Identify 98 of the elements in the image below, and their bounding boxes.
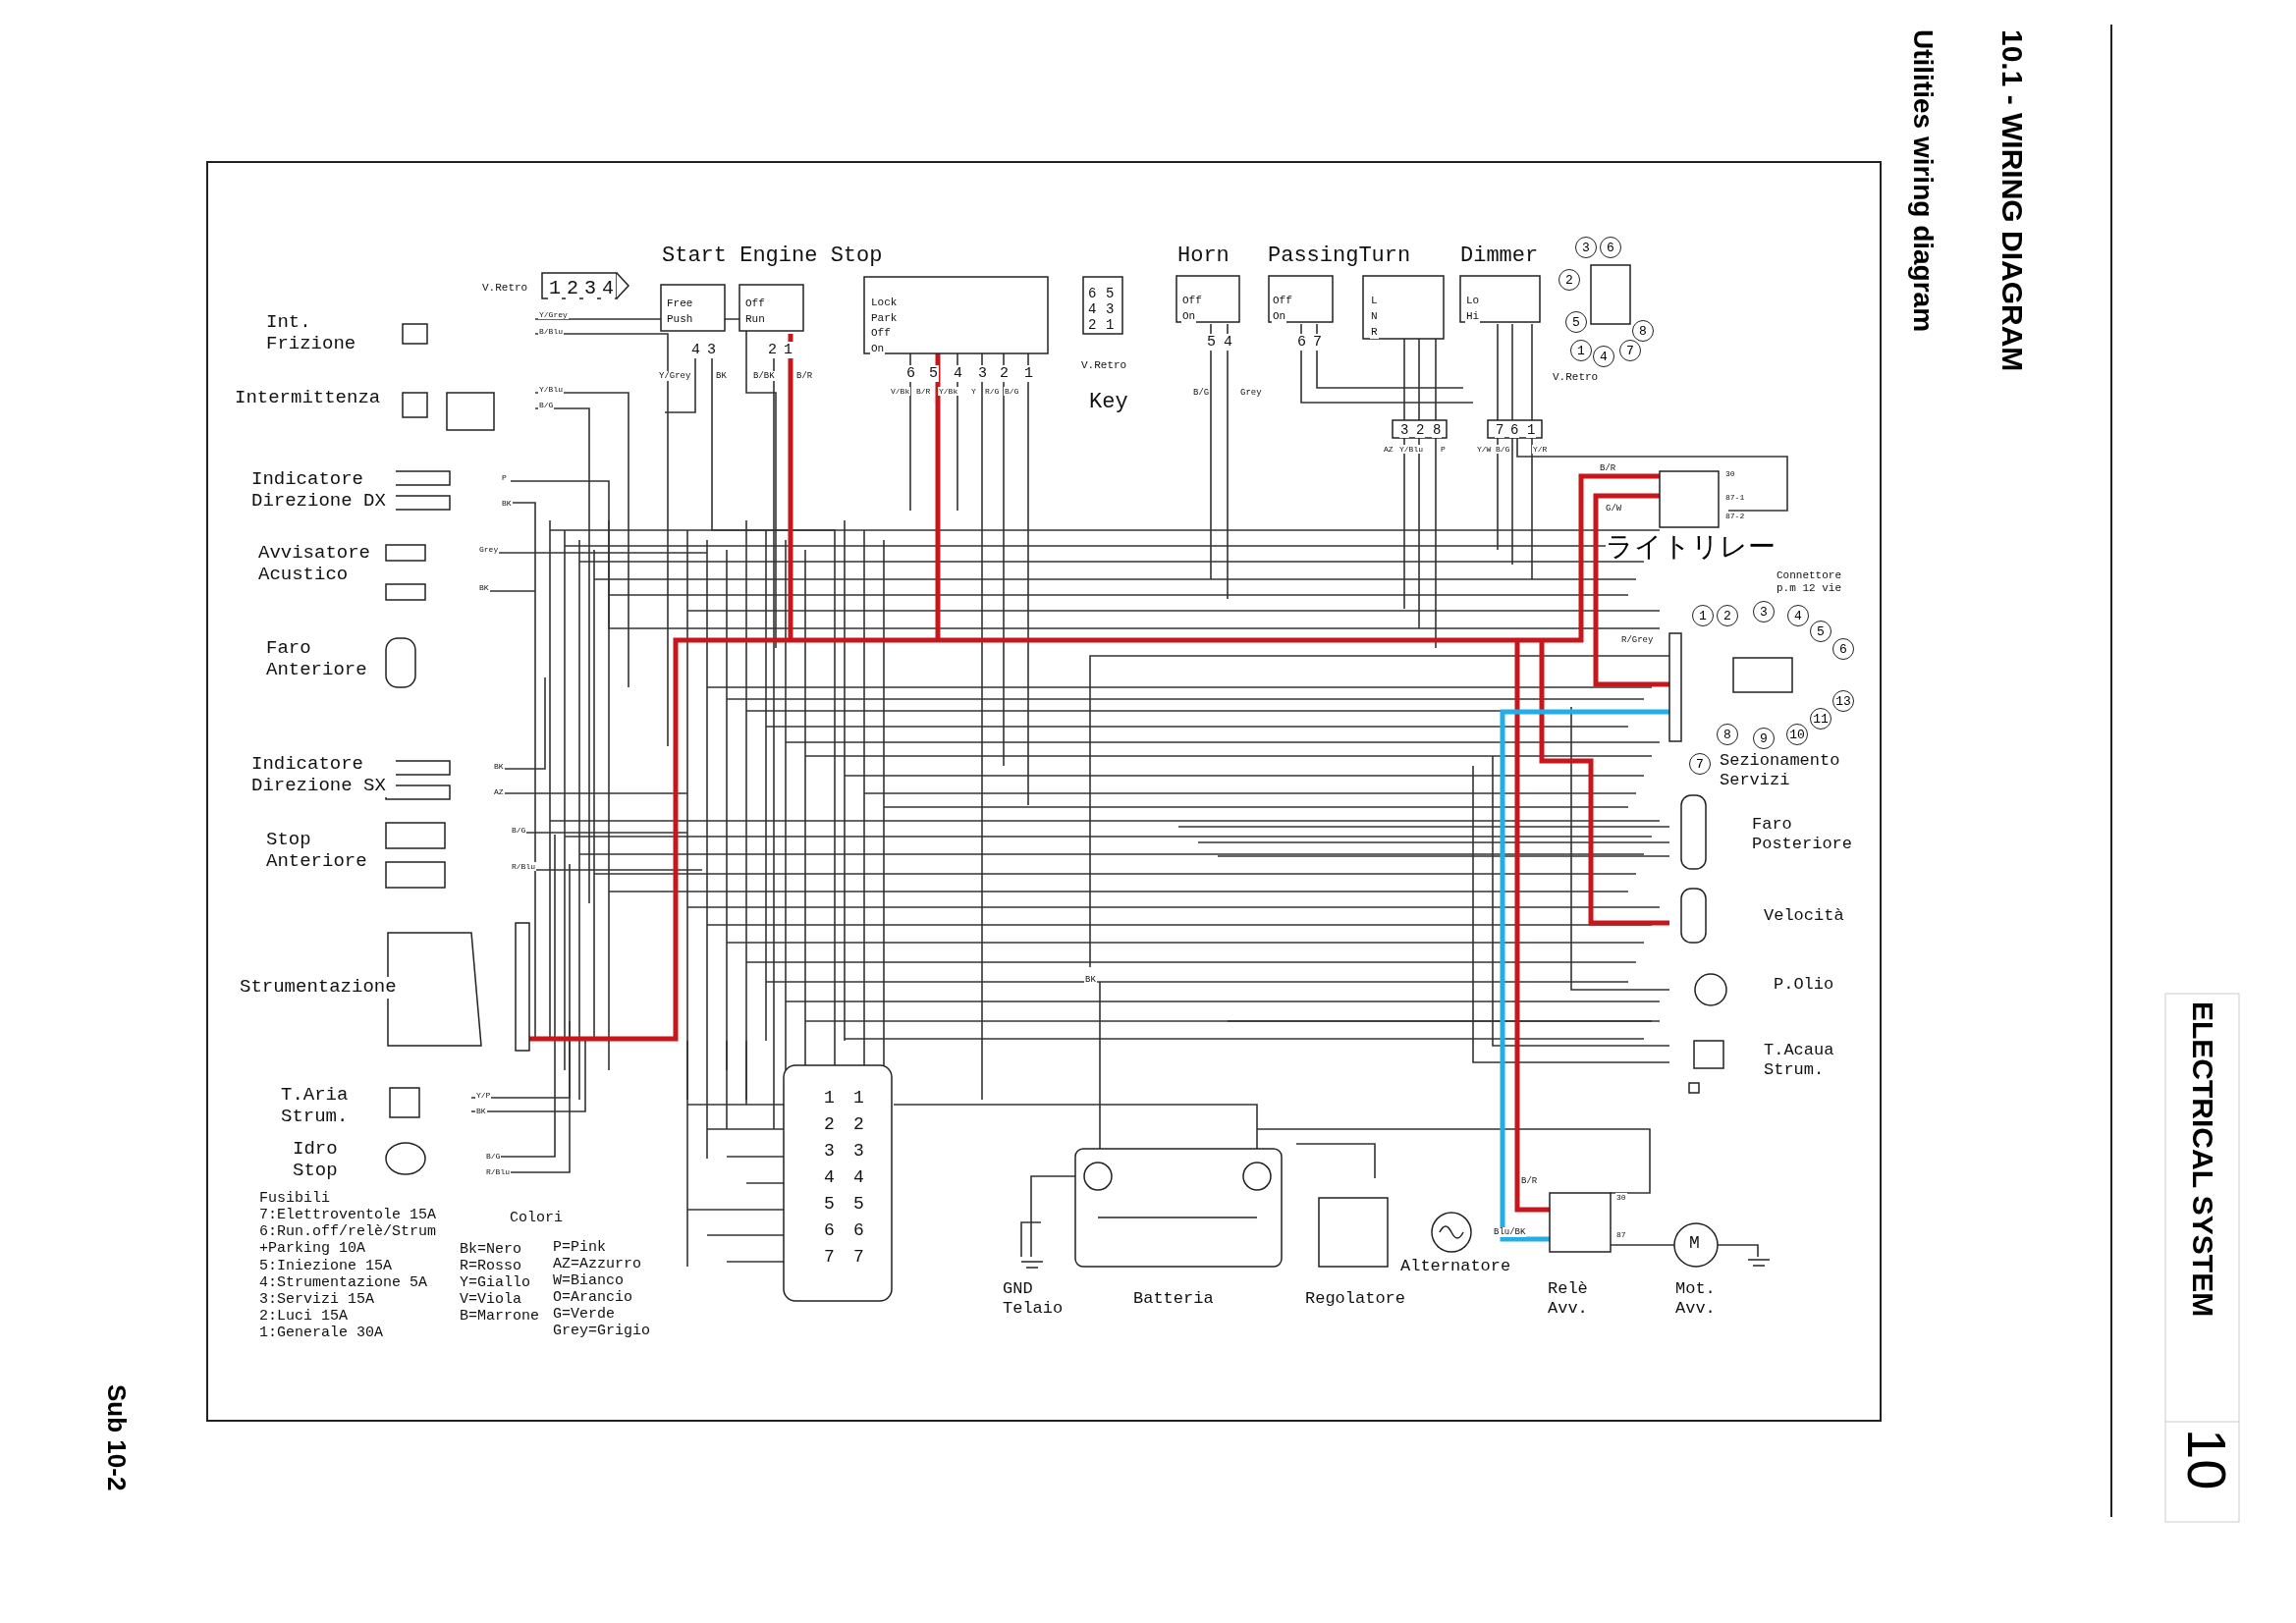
pin-number: 3 xyxy=(1575,237,1597,258)
wire-code: R/Blu xyxy=(511,862,536,872)
pin-number: 1 xyxy=(1570,340,1592,361)
component-label: 4 xyxy=(1223,334,1233,352)
pin-number: 4 xyxy=(1787,605,1809,626)
wire-code: R/G xyxy=(984,387,1001,397)
wire-code: B/BK xyxy=(752,371,776,382)
wire-code: 87 xyxy=(1615,1230,1627,1240)
pin-number: 13 xyxy=(1832,690,1854,712)
wire-code: Y/Blu xyxy=(1398,445,1424,455)
pin-number: 8 xyxy=(1632,320,1654,342)
pin-number: 6 xyxy=(1832,638,1854,660)
component-label: Strumentazione xyxy=(239,977,398,999)
component-label: 4 xyxy=(953,365,963,383)
component-label: Hi xyxy=(1465,310,1481,323)
page-subtitle: Utilities wiring diagram xyxy=(1909,29,1937,333)
component-label: 2 xyxy=(1415,422,1426,439)
component-label: 3 xyxy=(977,365,988,383)
page-title: 10.1 - WIRING DIAGRAM xyxy=(1997,29,2027,372)
wire-code: BK xyxy=(501,499,513,509)
margin-heading: ELECTRICAL SYSTEM xyxy=(2188,1001,2217,1318)
wire-code: Y/W xyxy=(1476,445,1493,455)
relay-label: ライトリレー xyxy=(1606,533,1776,561)
wire-code: B/G xyxy=(511,826,527,836)
pin-number: 9 xyxy=(1753,728,1775,749)
wire-code: 30 xyxy=(1615,1193,1627,1203)
component-label: 6 xyxy=(1296,334,1307,352)
pin-number: 5 xyxy=(1810,621,1831,642)
wire-code: Y/P xyxy=(475,1091,492,1101)
wire-code: V/Bk xyxy=(890,387,911,397)
wire-code: AZ xyxy=(1383,445,1394,455)
wire-code: P xyxy=(1440,445,1447,455)
pin-number: 8 xyxy=(1717,724,1738,745)
wire-code: 30 xyxy=(1724,469,1736,479)
component-label: 6 xyxy=(905,365,916,383)
wire-code: Y/Bk xyxy=(938,387,959,397)
wire-code: R/Grey xyxy=(1620,635,1655,646)
wire-code: B/G xyxy=(1495,445,1511,455)
component-label: 7 xyxy=(1495,422,1505,439)
pin-number: 1 xyxy=(1692,605,1714,626)
component-label: 1 xyxy=(1526,422,1537,439)
wire-code: Y xyxy=(970,387,977,397)
wire-code: 87-1 xyxy=(1724,493,1746,503)
wire-code: B/R xyxy=(915,387,932,397)
wire-code: Y/Blu xyxy=(538,385,564,395)
pin-number: 2 xyxy=(1717,605,1738,626)
wire-code: Y/Grey xyxy=(538,310,569,320)
component-label: Indicatore Direzione SX xyxy=(250,754,397,797)
component-label: 5 xyxy=(1206,334,1217,352)
pin-number: 5 xyxy=(1565,311,1587,333)
pin-number: 3 xyxy=(1753,601,1775,622)
component-label: On xyxy=(1181,310,1197,323)
wire-code: B/G xyxy=(1004,387,1020,397)
component-label: 1 xyxy=(783,342,793,359)
component-label: 1 xyxy=(1023,365,1034,383)
pin-number: 7 xyxy=(1619,340,1641,361)
wire-code: BK xyxy=(475,1107,487,1116)
wire-code: B/Blu xyxy=(538,327,564,337)
pin-number: 10 xyxy=(1786,724,1808,745)
wire-code: BK xyxy=(478,583,490,593)
component-label: 5 xyxy=(928,365,939,383)
component-label: Indicatore Direzione DX xyxy=(250,469,397,513)
wire-code: AZ xyxy=(493,787,505,797)
pin-number: 6 xyxy=(1600,237,1621,258)
component-label: 3 xyxy=(706,342,717,359)
component-label: Start Engine Stop xyxy=(661,243,884,269)
margin-heading: Sub 10-2 xyxy=(104,1384,130,1491)
wire-code: Y/R xyxy=(1532,445,1549,455)
component-label: 3 xyxy=(1399,422,1410,439)
pin-number: 2 xyxy=(1558,269,1580,291)
pin-number: 7 xyxy=(1689,753,1711,775)
component-label: On xyxy=(1272,310,1287,323)
component-label: Grey=Grigio xyxy=(552,1323,652,1340)
wire-code: Grey xyxy=(478,545,500,555)
wire-code: P xyxy=(501,473,508,483)
wire-code: BK xyxy=(493,762,505,772)
wire-code: Blu/BK xyxy=(1493,1227,1527,1238)
wire-code: B/G xyxy=(538,401,555,410)
wire-code: 87-2 xyxy=(1724,512,1746,521)
pin-number: 4 xyxy=(1593,346,1614,367)
pin-number: 11 xyxy=(1810,708,1831,730)
wire-code: BK xyxy=(1084,975,1097,986)
component-label: R xyxy=(1370,326,1379,339)
component-label: 8 xyxy=(1432,422,1443,439)
margin-heading: 10 xyxy=(2179,1429,2234,1490)
component-label: 6 xyxy=(1509,422,1520,439)
wire-code: R/Blu xyxy=(485,1167,511,1177)
component-label: 2 xyxy=(767,342,778,359)
wire-code: Y/Grey xyxy=(658,371,692,382)
wire-code: B/G xyxy=(485,1152,502,1162)
component-label: 7 xyxy=(1312,334,1323,352)
component-label: On xyxy=(870,343,886,355)
component-label: 4 xyxy=(690,342,701,359)
component-label: PassingTurn xyxy=(1267,243,1412,269)
wire-code: Grey xyxy=(1239,388,1263,399)
component-label: Key xyxy=(1088,390,1129,415)
component-label: Regolatore xyxy=(1304,1289,1407,1309)
component-label: 2 xyxy=(999,365,1010,383)
